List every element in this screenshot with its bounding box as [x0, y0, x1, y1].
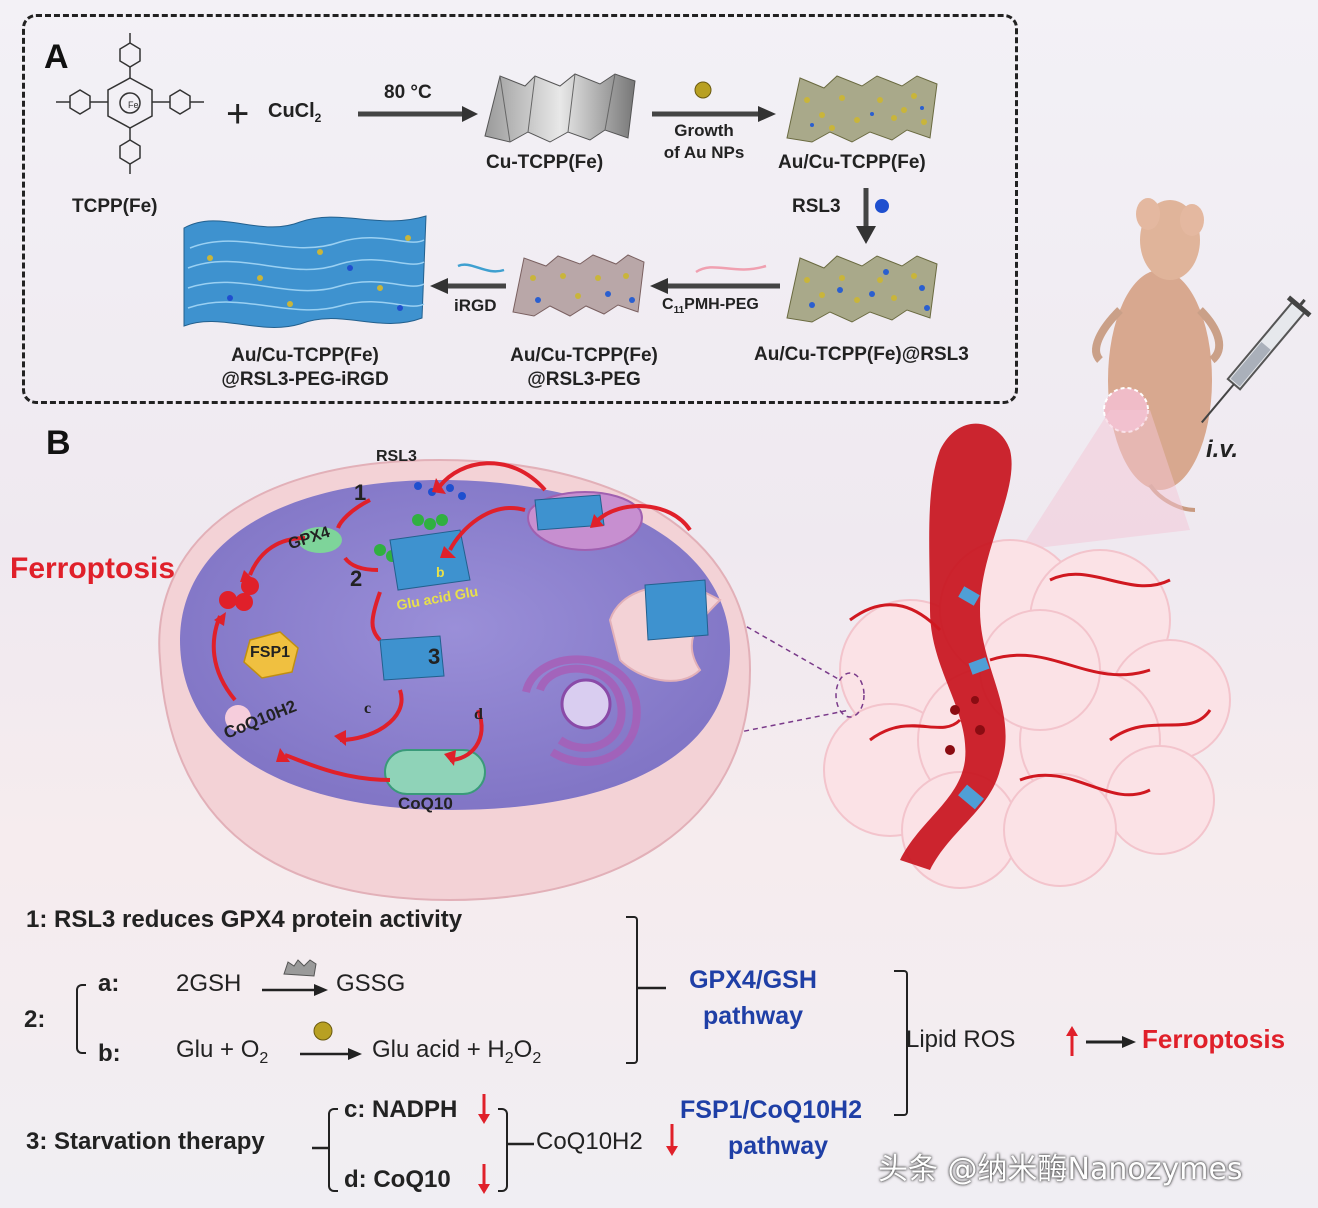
panel-b-letter: B	[46, 424, 71, 462]
arrow-down	[856, 188, 876, 244]
legend-line-1: 1: RSL3 reduces GPX4 protein activity	[26, 906, 463, 933]
rsl3-label-a: RSL3	[792, 196, 841, 217]
arrow-right-2	[652, 106, 776, 122]
au-cu-tcpp-peg-label: Au/Cu-TCPP(Fe)@RSL3-PEG	[510, 345, 658, 390]
gpx4-bracket-tick	[638, 986, 666, 990]
legend-a-left: 2GSH	[176, 970, 242, 997]
cu-tcpp-sheet-icon	[484, 73, 636, 143]
au-cu-tcpp-label: Au/Cu-TCPP(Fe)	[778, 152, 926, 173]
final-nanosheet-icon	[183, 215, 427, 328]
legend-a-catalyst-icon	[283, 959, 317, 977]
fsp1-pathway-label-1: FSP1/CoQ10H2	[680, 1096, 863, 1124]
nadph-down-arrow-icon	[478, 1094, 490, 1124]
legend-b-left: Glu + O2	[176, 1036, 269, 1067]
b-label-cell: b	[436, 564, 445, 580]
temperature-label: 80 °C	[384, 82, 432, 103]
au-cu-tcpp-rsl3-sheet-icon	[786, 255, 938, 323]
gpx4-pathway-label-2: pathway	[702, 1002, 804, 1030]
iv-label: i.v.	[1206, 436, 1239, 463]
legend-3-right-tick	[508, 1142, 534, 1146]
ferroptosis-label-legend: Ferroptosis	[1142, 1024, 1286, 1054]
legend-3-bracket-tick	[312, 1146, 328, 1150]
tumor-illustration	[823, 423, 1231, 889]
coq10-down-arrow-icon	[478, 1164, 490, 1194]
plus-sign: +	[226, 92, 250, 136]
coq10h2-legend-label: CoQ10H2	[536, 1128, 643, 1155]
arrow-left-1	[650, 278, 780, 294]
arrow-left-2	[430, 278, 506, 294]
cucl2-label: CuCl2	[268, 100, 322, 125]
panel-a-frame	[22, 14, 1018, 404]
c11pmh-peg-label: C11PMH-PEG	[662, 296, 759, 317]
tcpp-label: TCPP(Fe)	[72, 196, 158, 217]
panel-a-letter: A	[44, 38, 69, 76]
au-cu-tcpp-peg-sheet-icon	[512, 254, 645, 317]
legend-a-right: GSSG	[336, 970, 406, 997]
irgd-chain-icon	[457, 263, 505, 273]
svg-text:Fe: Fe	[128, 100, 139, 110]
pathway-bracket	[894, 970, 908, 1116]
d-label-cell: d	[474, 706, 483, 723]
legend-b-arrow	[300, 1048, 362, 1060]
legend-a-label: a:	[98, 970, 120, 997]
cell-zoom-lines	[699, 599, 865, 741]
fsp1-label: FSP1	[250, 644, 291, 661]
syringe-icon	[1201, 295, 1312, 424]
fsp1-pathway-label-2: pathway	[728, 1132, 829, 1160]
peg-chain-icon	[695, 264, 767, 274]
tcpp-molecule-icon: Fe	[56, 33, 204, 174]
rsl3-molecule-icon	[875, 199, 889, 213]
legend-3-bracket	[328, 1108, 338, 1192]
ferroptosis-arrow	[1086, 1036, 1136, 1048]
irgd-label: iRGD	[454, 296, 497, 315]
legend-b-label: b:	[98, 1040, 121, 1067]
watermark-text: 头条 @纳米酶Nanozymes	[878, 1152, 1243, 1187]
legend-2-label: 2:	[24, 1006, 46, 1033]
ferroptosis-label-cell: Ferroptosis	[10, 552, 176, 585]
step-2-label: 2	[350, 566, 363, 591]
final-product-label: Au/Cu-TCPP(Fe)@RSL3-PEG-iRGD	[221, 345, 389, 390]
legend-b-right: Glu acid + H2O2	[372, 1036, 542, 1067]
coq10h2-down-arrow-icon	[666, 1124, 678, 1156]
gpx4-pathway-label-1: GPX4/GSH	[689, 966, 817, 994]
cell-illustration	[158, 458, 752, 902]
au-cu-tcpp-rsl3-label: Au/Cu-TCPP(Fe)@RSL3	[754, 344, 969, 365]
lipid-ros-label: Lipid ROS	[906, 1026, 1016, 1053]
rsl3-label-b: RSL3	[376, 448, 417, 465]
step-1-label: 1	[354, 480, 367, 505]
c-label-cell: c	[364, 700, 372, 717]
au-cu-tcpp-sheet-icon	[786, 75, 938, 143]
step-3-label: 3	[428, 644, 441, 669]
legend-b-gold-icon	[313, 1021, 333, 1041]
gold-nanoparticle-icon	[694, 81, 712, 99]
legend-c-label: c: NADPH	[344, 1096, 458, 1123]
legend-3-right-bracket	[498, 1108, 508, 1192]
legend-d-label: d: CoQ10	[344, 1166, 451, 1193]
legend-a-arrow	[262, 984, 328, 996]
arrow-right-1	[358, 106, 478, 122]
cu-tcpp-label: Cu-TCPP(Fe)	[486, 152, 604, 173]
legend-3-label: 3: Starvation therapy	[26, 1128, 265, 1155]
legend-2-bracket	[76, 984, 86, 1054]
coq10-label-cell: CoQ10	[398, 794, 453, 813]
gpx4-bracket	[626, 916, 638, 1064]
lipid-ros-up-arrow-icon	[1066, 1026, 1078, 1056]
zoom-cone	[1020, 410, 1190, 550]
